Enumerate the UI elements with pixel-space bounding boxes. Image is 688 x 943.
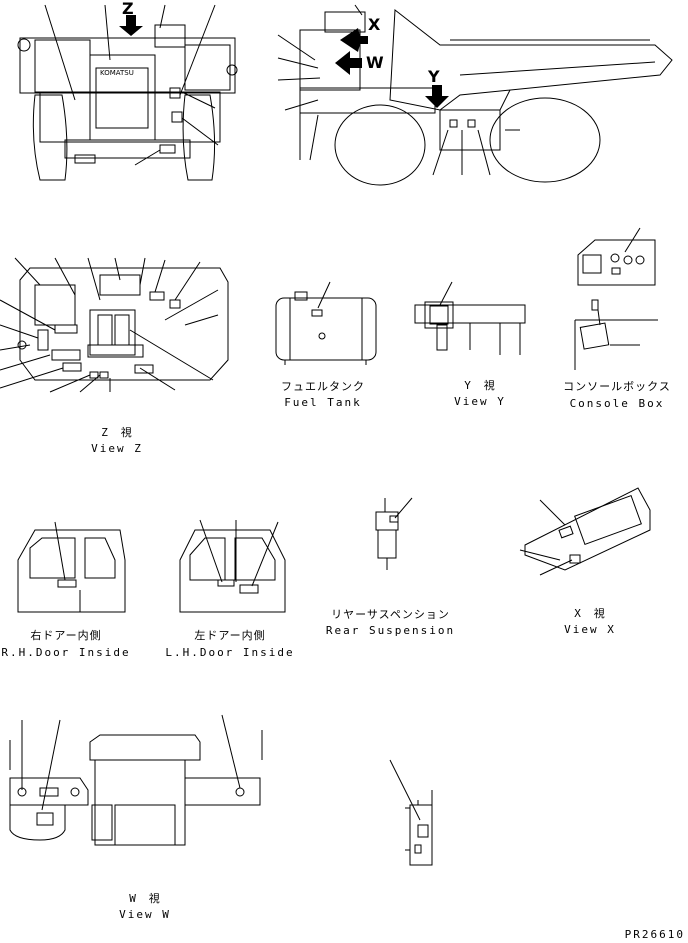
arrow-w-letter: W (366, 53, 384, 72)
view-y-drawing (414, 281, 526, 355)
fuel-tank-drawing (275, 281, 377, 365)
view-w-caption-en: View W (119, 908, 171, 921)
arrow-x: X (340, 15, 381, 52)
rear-suspension-drawing (375, 497, 413, 570)
arrow-w: W (335, 51, 384, 75)
rh-door-drawing (17, 521, 126, 613)
view-w-caption-jp: W 視 (129, 892, 161, 905)
view-y-caption-en: View Y (454, 395, 506, 408)
view-z-dashboard (0, 257, 229, 393)
arrow-z: Z (119, 0, 143, 36)
drawing-number: PR26610 (624, 928, 685, 941)
arrow-y-letter: Y (427, 67, 440, 86)
lh-door-drawing (179, 519, 286, 613)
truck-side-view (277, 4, 673, 186)
view-x-drawing (519, 487, 651, 576)
arrow-x-letter: X (368, 15, 381, 34)
view-x-caption-en: View X (564, 623, 616, 636)
rh-door-caption-en: R.H.Door Inside (1, 646, 131, 659)
component-drawing (389, 759, 433, 866)
console-box-caption-en: Console Box (569, 397, 665, 410)
console-box-drawing (574, 227, 658, 370)
view-z-caption-en: View Z (91, 442, 143, 455)
arrow-z-letter: Z (122, 0, 134, 18)
view-x-caption-jp: X 視 (574, 607, 606, 620)
brand-text: KOMATSU (100, 69, 134, 77)
rh-door-caption-jp: 右ドアー内側 (30, 629, 102, 642)
arrow-y: Y (425, 67, 449, 108)
rear-suspension-caption-jp: リヤーサスペンション (331, 608, 450, 621)
fuel-tank-caption-en: Fuel Tank (284, 396, 362, 409)
rear-suspension-caption-en: Rear Suspension (325, 624, 456, 637)
lh-door-caption-en: L.H.Door Inside (165, 646, 295, 659)
view-w-drawing (9, 714, 263, 846)
fuel-tank-caption-jp: フュエルタンク (281, 380, 365, 393)
view-y-caption-jp: Y 視 (464, 379, 496, 392)
lh-door-caption-jp: 左ドアー内側 (194, 629, 266, 642)
truck-front-view: KOMATSU (17, 4, 238, 181)
view-z-caption-jp: Z 視 (101, 426, 133, 439)
console-box-caption-jp: コンソールボックス (563, 380, 671, 393)
